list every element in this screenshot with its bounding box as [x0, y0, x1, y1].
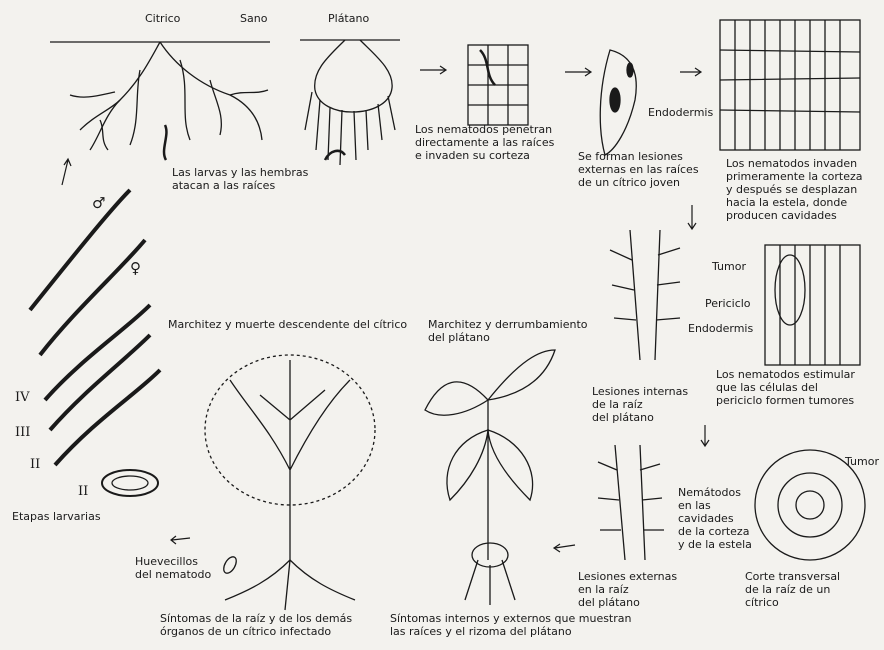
label-endodermis-top: Endodermis [648, 106, 713, 119]
cortex-tissue-block [720, 20, 860, 150]
healthy-citrus-roots-illustration [50, 42, 270, 160]
label-penetran: Los nematodos penetran directamente a la… [415, 123, 554, 162]
stage-iv-label: IV [15, 390, 30, 405]
label-periciclo: Periciclo [705, 297, 751, 310]
stage-ii-label: II [30, 457, 40, 472]
label-platano: Plátano [328, 12, 369, 25]
flow-arrows [62, 66, 709, 552]
label-marchitez-citrico: Marchitez y muerte descendente del cítri… [168, 318, 407, 331]
label-lesiones-externas-platano: Lesiones externas en la raíz del plátano [578, 570, 677, 609]
larval-stages-illustration [30, 190, 160, 496]
label-sintomas-platano: Síntomas internos y externos que muestra… [390, 612, 631, 638]
wilting-banana-plant [425, 350, 555, 605]
label-invaden-corteza: Los nematodos invaden primeramente la co… [726, 157, 863, 222]
label-endodermis-mid: Endodermis [688, 322, 753, 335]
banana-roots-illustration [300, 40, 400, 165]
nematode-egg [221, 555, 239, 576]
label-tumor-bottom: Tumor [845, 455, 879, 468]
label-sano: Sano [240, 12, 267, 25]
label-lesiones-citrico: Se forman lesiones externas en las raíce… [578, 150, 699, 189]
label-huevecillos: Huevecillos del nematodo [135, 555, 211, 581]
label-estimulan: Los nematodos estimular que las células … [716, 368, 855, 407]
label-nematodos-cavidades: Nemátodos en las cavidades de la corteza… [678, 486, 752, 551]
stage-ii-egg-label: II [78, 484, 88, 499]
label-citrico: Citrico [145, 12, 180, 25]
label-marchitez-platano: Marchitez y derrumbamiento del plátano [428, 318, 588, 344]
tumor-tissue-block [765, 245, 860, 365]
banana-internal-lesion-root [610, 230, 680, 360]
label-etapas-larvarias: Etapas larvarias [12, 510, 101, 523]
male-symbol: ♂ [92, 196, 105, 211]
label-larvas-atacan: Las larvas y las hembras atacan a las ra… [172, 166, 308, 192]
label-lesiones-internas: Lesiones internas de la raíz del plátano [592, 385, 688, 424]
female-symbol: ♀ [130, 261, 141, 276]
citrus-root-lesion [600, 50, 636, 155]
banana-external-lesion-root [598, 445, 664, 560]
stage-iii-label: III [15, 425, 30, 440]
label-sintomas-citrico: Síntomas de la raíz y de los demás órgan… [160, 612, 352, 638]
root-penetration-cells [468, 45, 528, 125]
label-corte-transversal: Corte transversal de la raíz de un cítri… [745, 570, 840, 609]
label-tumor-top: Tumor [712, 260, 746, 273]
